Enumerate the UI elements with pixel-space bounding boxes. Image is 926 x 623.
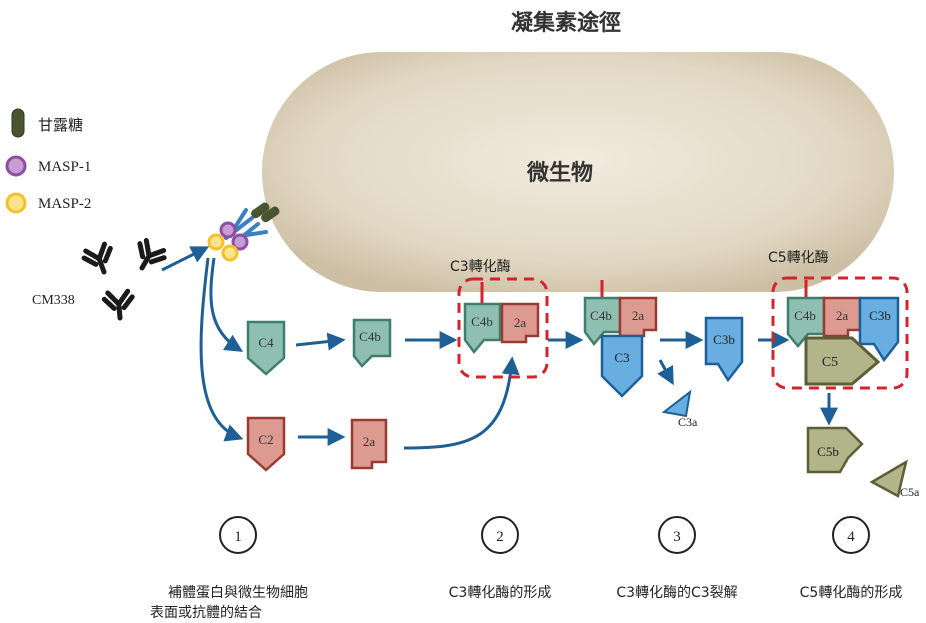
c5-convertase-c3b: C3b	[858, 296, 900, 363]
c3-convertase-label: C3轉化酶	[450, 259, 511, 275]
microbe: 微生物	[262, 52, 894, 292]
step-4-caption: C5轉化酶的形成	[800, 585, 903, 601]
c3a-label: C3a	[678, 415, 698, 429]
c4-molecule: C4	[246, 320, 286, 376]
arrow-complex-to-c2	[199, 257, 244, 442]
c2-molecule: C2	[246, 416, 286, 472]
antibody-icon	[81, 241, 113, 275]
c2a-label: 2a	[363, 434, 376, 449]
step3-2a-label: 2a	[632, 308, 645, 323]
c3-convertase-c4b-label: C4b	[471, 314, 493, 329]
c5-convertase-c3b-label: C3b	[869, 308, 891, 323]
c3-convertase-2a: 2a	[500, 302, 540, 344]
arrow-antibody-to-complex	[161, 246, 210, 272]
legend-item-mannose: 甘露糖	[11, 108, 83, 138]
legend-label-masp2: MASP-2	[38, 196, 91, 212]
antibody-label: CM338	[32, 293, 75, 308]
arrow-2a-to-convertase	[403, 356, 520, 450]
step-2-badge: 2	[481, 516, 519, 554]
mbl-masp-complex	[207, 202, 280, 262]
c3b-molecule: C3b	[704, 316, 744, 383]
c5-convertase-2a: 2a	[822, 296, 862, 338]
step3-2a: 2a	[618, 296, 658, 338]
arrow-complex-to-c4	[209, 257, 244, 352]
antibody-group	[81, 237, 167, 321]
legend: 甘露糖 MASP-1 MASP-2	[5, 108, 91, 214]
c2-label: C2	[258, 432, 273, 447]
c4b-molecule: C4b	[352, 318, 392, 368]
c2a-molecule: 2a	[350, 418, 388, 470]
c5-convertase-label: C5轉化酶	[768, 250, 829, 266]
step-4-number: 4	[847, 529, 855, 545]
c3-convertase-c4b: C4b	[463, 302, 502, 355]
pathway-arrows	[161, 246, 838, 450]
step-3-number: 3	[673, 529, 681, 545]
c4b-label: C4b	[359, 329, 381, 344]
c5a-label: C5a	[900, 485, 920, 499]
c3-convertase-box	[457, 277, 549, 379]
step-1-number: 1	[234, 529, 242, 545]
step-2-number: 2	[496, 529, 504, 545]
masp2-icon	[5, 192, 27, 214]
c4-label: C4	[258, 335, 274, 350]
legend-label-mannose: 甘露糖	[38, 117, 83, 134]
c3-label: C3	[614, 350, 629, 365]
arrow-c4-to-c4b	[295, 332, 346, 351]
step-3-caption: C3轉化酶的C3裂解	[616, 585, 737, 601]
microbe-label: 微生物	[526, 160, 593, 186]
c5-convertase-box	[771, 276, 909, 390]
step-1-caption-line1: 補體蛋白與微生物細胞	[168, 585, 308, 601]
c5-convertase-c4b-label: C4b	[794, 308, 816, 323]
c3b-label: C3b	[713, 332, 735, 347]
step-4-badge: 4	[832, 516, 870, 554]
antibody-icon	[101, 288, 135, 321]
c3a-fragment: C3a	[661, 389, 698, 429]
c5-label: C5	[822, 355, 838, 370]
c3-molecule: C3	[600, 334, 644, 398]
mannose-icon	[11, 108, 25, 138]
c5b-molecule: C5b	[806, 426, 864, 474]
step-2-caption: C3轉化酶的形成	[449, 585, 552, 601]
c5a-fragment: C5a	[869, 459, 920, 499]
arrow-c3-to-c3a	[657, 359, 674, 386]
legend-item-masp2: MASP-2	[5, 192, 91, 214]
c3-convertase-2a-label: 2a	[514, 315, 527, 330]
c5-molecule: C5	[804, 336, 881, 386]
c5-convertase-2a-label: 2a	[836, 308, 849, 323]
c5b-label: C5b	[817, 444, 839, 459]
step3-c4b-label: C4b	[590, 308, 612, 323]
step-1-badge: 1	[219, 516, 257, 554]
step-1-caption-line2: 表面或抗體的結合	[150, 605, 262, 621]
legend-item-masp1: MASP-1	[5, 155, 91, 177]
step3-c4b: C4b	[583, 296, 622, 347]
legend-label-masp1: MASP-1	[38, 159, 91, 175]
masp1-icon	[5, 155, 27, 177]
antibody-icon	[137, 237, 167, 271]
c5-convertase-c4b: C4b	[786, 296, 826, 348]
step-3-badge: 3	[658, 516, 696, 554]
diagram-title: 凝集素途徑	[511, 10, 621, 36]
